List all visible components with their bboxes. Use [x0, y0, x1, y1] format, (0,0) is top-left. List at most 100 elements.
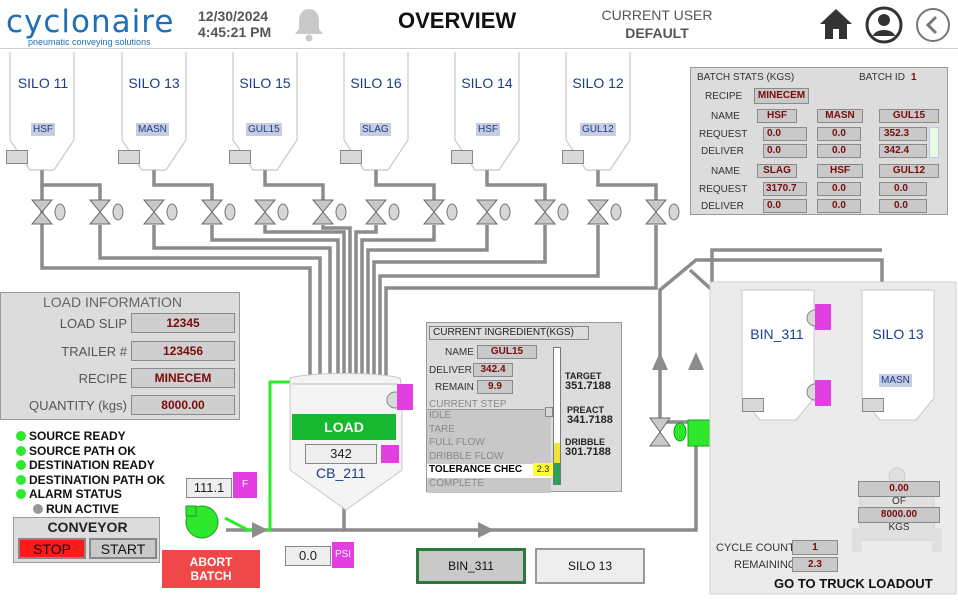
conveyor-stop-button[interactable]: STOP: [18, 538, 86, 559]
silo-name: SILO 16: [350, 75, 402, 91]
dest-bin-button[interactable]: BIN_311: [416, 548, 526, 584]
request-label: REQUEST: [699, 129, 748, 140]
quantity-value[interactable]: 8000.00: [131, 395, 235, 415]
request-value: 0.0: [763, 127, 807, 141]
recipe-value: MINECEM: [754, 88, 809, 104]
status-ok-icon: [16, 445, 26, 456]
ingredient-name: GUL15: [477, 345, 537, 359]
cycle-count-value: 1: [792, 540, 838, 555]
status-ok-icon: [16, 460, 26, 470]
dest-silo-name: SILO 13: [872, 326, 924, 342]
pressure-value: 0.0: [285, 546, 331, 566]
gauge-dribble-zone: [554, 443, 560, 463]
batch-id-label: BATCH ID: [859, 72, 905, 83]
current-user-name: DEFAULT: [625, 25, 689, 41]
abort-batch-button[interactable]: ABORT BATCH: [162, 550, 260, 588]
current-ingredient-panel: CURRENT INGREDIENT(KGS) NAME GUL15 DELIV…: [426, 322, 622, 493]
user-icon[interactable]: [864, 5, 904, 45]
home-icon[interactable]: [818, 6, 854, 42]
remaining-label: REMAINING: [734, 559, 797, 571]
date-text: 12/30/2024: [198, 8, 269, 24]
silo-material: HSF: [31, 123, 55, 136]
bell-icon[interactable]: [290, 5, 328, 43]
request-value: 0.0: [879, 182, 927, 196]
deliver-value: 0.0: [817, 199, 861, 213]
step-item: IDLE: [429, 410, 452, 421]
dest-silo-material: MASN: [879, 374, 912, 387]
load-button[interactable]: LOAD: [292, 414, 396, 440]
dest-silo-button[interactable]: SILO 13: [535, 548, 645, 584]
deliver-value: 342.4: [473, 363, 513, 377]
silo-material: HSF: [476, 123, 500, 136]
deliver-value: 0.0: [817, 144, 861, 158]
step-item: DRIBBLE FLOW: [429, 450, 504, 462]
page-title: OVERVIEW: [398, 8, 517, 33]
load-information-panel: LOAD INFORMATION LOAD SLIP 12345 TRAILER…: [0, 292, 240, 420]
status-ok-icon: [16, 431, 26, 441]
quantity-label: QUANTITY (kgs): [29, 398, 127, 413]
back-icon[interactable]: [914, 6, 952, 44]
dribble-value: 301.7188: [565, 446, 611, 458]
cycle-count-label: CYCLE COUNT: [716, 542, 795, 554]
ingredient-name: GUL15: [879, 109, 939, 123]
recipe-value[interactable]: MINECEM: [131, 368, 235, 388]
header-divider: [0, 48, 958, 49]
conveyor-title: CONVEYOR: [47, 519, 128, 535]
logo-text: cyclonaire: [6, 4, 175, 40]
status-ok-icon: [16, 474, 26, 485]
status-item: SOURCE READY: [16, 429, 165, 444]
name-label: NAME: [711, 111, 740, 122]
request-value: 352.3: [879, 127, 927, 141]
scale-target: 8000.00: [858, 507, 940, 523]
current-ingredient-title: CURRENT INGREDIENT(KGS): [429, 326, 589, 340]
pressure-unit: PSI: [332, 542, 354, 568]
blower-temp-value: 111.1: [186, 478, 232, 498]
silo-name: SILO 14: [461, 75, 513, 91]
time-text: 4:45:21 PM: [198, 24, 272, 40]
scale-of-label: OF: [892, 496, 906, 507]
ingredient-name: GUL12: [879, 164, 939, 178]
request-value: 3170.7: [763, 182, 807, 196]
silo-material: GUL12: [580, 123, 616, 136]
load-slip-value[interactable]: 12345: [131, 313, 235, 333]
status-item: ALARM STATUS: [16, 487, 165, 502]
envelope-icon[interactable]: [6, 150, 28, 164]
trailer-value[interactable]: 123456: [131, 341, 235, 361]
gauge-fill: [554, 463, 560, 485]
ingredient-name: SLAG: [757, 164, 797, 178]
ingredient-name: HSF: [817, 164, 863, 178]
go-to-truck-loadout-link[interactable]: GO TO TRUCK LOADOUT: [774, 576, 933, 591]
preact-value: 341.7188: [567, 414, 613, 426]
ingredient-name: MASN: [817, 109, 863, 123]
deliver-value: 342.4: [879, 144, 927, 158]
envelope-icon[interactable]: [340, 150, 362, 164]
envelope-icon[interactable]: [862, 398, 884, 412]
envelope-icon[interactable]: [451, 150, 473, 164]
envelope-icon[interactable]: [562, 150, 584, 164]
deliver-value: 0.0: [763, 144, 807, 158]
request-label: REQUEST: [699, 184, 748, 195]
silo-name: SILO 13: [128, 75, 180, 91]
remain-value: 9.9: [477, 380, 513, 394]
tolerance-value: 2.3: [533, 463, 553, 476]
batch-id: 1: [911, 72, 917, 83]
scale-unit: KGS: [888, 522, 910, 533]
silo-name: SILO 12: [572, 75, 624, 91]
status-item: DESTINATION READY: [16, 458, 165, 473]
remain-label: REMAIN: [435, 382, 474, 393]
deliver-label: DELIVER: [429, 365, 472, 376]
status-ok-icon: [16, 489, 26, 499]
silo-material: MASN: [136, 123, 169, 136]
conveyor-panel: CONVEYOR STOP START: [13, 517, 160, 563]
envelope-icon[interactable]: [118, 150, 140, 164]
conveyor-start-button[interactable]: START: [89, 538, 157, 559]
envelope-icon[interactable]: [229, 150, 251, 164]
load-slip-label: LOAD SLIP: [59, 316, 127, 331]
silo-name: SILO 11: [17, 75, 69, 91]
current-step-label: CURRENT STEP: [429, 399, 507, 410]
remaining-value: 2.3: [792, 557, 838, 572]
vessel-name: CB_211: [316, 465, 366, 481]
deliver-value: 0.0: [763, 199, 807, 213]
envelope-icon[interactable]: [742, 398, 764, 412]
request-value: 0.0: [817, 182, 861, 196]
